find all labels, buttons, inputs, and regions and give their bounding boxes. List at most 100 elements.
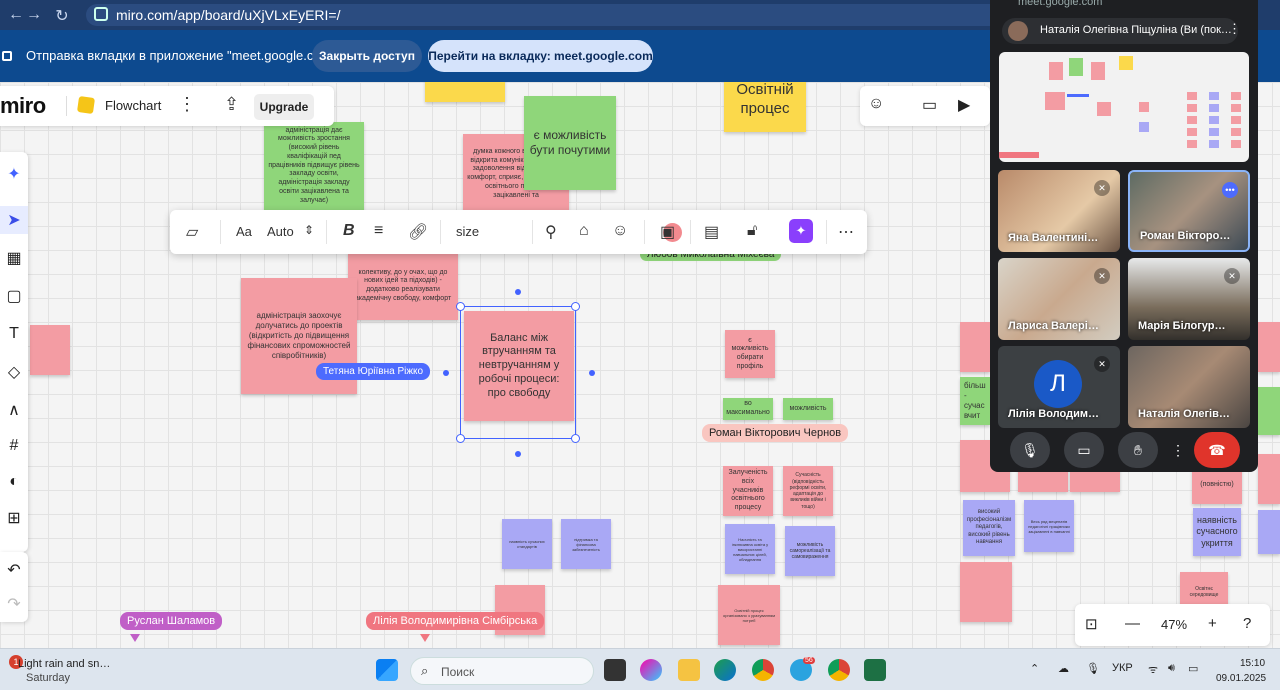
tray-chevron-icon[interactable]: ⌃ [1030,663,1040,675]
font-size-auto[interactable]: Auto [267,224,294,239]
site-info-icon[interactable] [94,7,108,21]
clock-date[interactable]: 09.01.2025 [1216,673,1267,684]
stepper-icon[interactable]: ⇕ [304,223,315,237]
add-more-icon[interactable]: ⊞ [7,510,21,527]
resize-handle[interactable] [456,302,465,311]
sticky-note[interactable]: наявність сучасних стандартів [502,519,552,569]
more-options-icon[interactable]: ⋯ [838,224,854,241]
selection-frame[interactable] [460,306,576,439]
more-icon[interactable]: ⋮ [1171,441,1185,458]
more-icon[interactable]: ⋮ [1228,21,1241,36]
end-call-icon[interactable]: ☎︎ [1194,432,1240,468]
help-icon[interactable]: ? [1243,615,1252,632]
task-view-icon[interactable] [604,659,626,681]
forward-icon[interactable]: → [26,6,42,23]
clock-time[interactable]: 15:10 [1240,658,1266,669]
telegram-icon[interactable] [790,659,812,681]
file-explorer-icon[interactable] [678,659,700,681]
reactions-icon[interactable]: ☺ [868,95,885,112]
excel-icon[interactable] [864,659,886,681]
keyboard-language[interactable]: УКР [1112,662,1133,674]
url-field[interactable]: miro.com/app/board/uXjVLxEyERI=/ [86,4,1006,26]
sticky-note[interactable]: (повністю) [1192,466,1242,504]
copilot-icon[interactable] [640,659,662,681]
frame-icon[interactable]: # [9,437,19,454]
sticky-note[interactable]: більш - сучас вчит [960,377,990,425]
share-icon[interactable]: ⇪ [224,94,240,114]
reload-icon[interactable]: ↻ [55,8,69,25]
redo-icon[interactable]: ↷ [7,596,21,613]
sticky-note[interactable]: є можливість обирати профіль [725,330,775,378]
shapes-icon[interactable]: ◇ [7,364,21,381]
sticky-note[interactable]: Залученість всіх учасників освітнього пр… [723,466,773,516]
size-label[interactable]: size [456,224,480,239]
emoji-icon[interactable]: ☺ [612,222,629,239]
fit-screen-icon[interactable]: ⊡ [1085,616,1098,633]
raise-hand-icon[interactable]: ✋︎ [1118,432,1158,468]
assign-icon[interactable]: ⚲ [545,224,557,241]
participant-tile[interactable]: Л ✕ Лілія Володим… [998,346,1120,428]
more-icon[interactable]: ⋮ [178,94,196,114]
sticky-note[interactable] [1258,454,1280,504]
font-icon[interactable]: Aa [236,224,252,239]
video-icon[interactable]: ▶ [958,97,971,114]
sticky-note[interactable] [1258,510,1280,554]
zoom-level[interactable]: 47% [1161,617,1188,632]
templates-icon[interactable]: ▦ [6,250,22,267]
participant-tile[interactable]: Наталія Олегів… [1128,346,1250,428]
sticky-note[interactable] [1258,387,1280,435]
battery-icon[interactable]: ▭ [1188,663,1199,675]
resize-handle[interactable] [571,434,580,443]
weather-text[interactable]: Light rain and sn… [18,658,111,670]
sticky-note[interactable]: Освітній процес організовано з урахуванн… [718,585,780,645]
sticky-note[interactable] [960,562,1012,622]
sticky-note[interactable]: колективу, до у очах, що до нових ідей т… [348,252,458,320]
sticky-note[interactable]: во максимально [723,398,773,420]
sticky-note-icon[interactable]: ▢ [6,288,22,305]
sticky-note[interactable]: Сучасність (відповідність реформі освіти… [783,466,833,516]
wifi-icon[interactable]: ᯤ [1148,664,1159,676]
bold-icon[interactable]: B [343,222,355,239]
sticky-note[interactable]: є можливість бути почутими [524,96,616,190]
chrome-profile-icon[interactable] [828,659,850,681]
edge-icon[interactable] [714,659,736,681]
sticky-note[interactable] [1258,322,1280,372]
sticky-note[interactable]: підтримка та фінансова забезпеченість [561,519,611,569]
miro-logo[interactable]: miro [0,93,46,118]
presentation-icon[interactable]: ▭ [922,97,938,114]
color-swatch[interactable] [663,223,682,242]
selected-sticky-note[interactable]: Баланс між втручанням та невтручанням у … [464,311,574,421]
sticky-note[interactable]: можливість [783,398,833,420]
zoom-in-icon[interactable]: + [1208,615,1217,632]
sticky-note[interactable] [960,322,990,372]
participant-tile-active[interactable]: ••• Роман Вікторо… [1128,170,1250,252]
resize-handle[interactable] [571,302,580,311]
back-icon[interactable]: ← [8,6,24,23]
sticky-note[interactable]: Наочність та інклюзивна освіта у викорис… [725,524,775,574]
ai-assist-icon[interactable]: ✦ [789,219,813,243]
cloud-icon[interactable]: ☁ [1058,663,1069,675]
sticky-note[interactable]: Освітній процес [724,82,806,132]
participant-tile[interactable]: ✕ Лариса Валері… [998,258,1120,340]
sticky-note[interactable]: адміністрація дає можливість зростання (… [264,122,364,210]
sticky-note[interactable]: Весь ряд меценатів педагогічні працівник… [1024,500,1074,552]
undo-icon[interactable]: ↶ [7,562,21,579]
select-tool-icon[interactable]: ➤ [0,206,28,234]
participant-tile[interactable]: ✕ Яна Валентині… [998,170,1120,252]
taskbar-search[interactable]: ⌕ Поиск [410,657,594,685]
grid-icon[interactable]: ▣ [660,224,676,241]
more-icon[interactable]: ••• [1222,182,1238,198]
connector-dot[interactable] [515,451,521,457]
tag-icon[interactable]: ⌂ [579,222,589,239]
lock-icon[interactable]: 🔓︎ [747,222,758,239]
connector-dot[interactable] [443,370,449,376]
ai-sparkle-icon[interactable]: ✦ [7,166,21,183]
link-icon[interactable]: 🔗︎ [408,224,429,241]
mic-tray-icon[interactable]: 🎙︎ [1086,663,1100,675]
sticky-note[interactable]: можливість самореалізації та самовиражен… [785,526,835,576]
presenter-pill[interactable]: Наталія Олегівна Піщуліна (Ви (пок… ⋮ [1002,18,1241,44]
board-name[interactable]: Flowchart [105,98,162,113]
zoom-out-icon[interactable]: — [1125,615,1140,632]
connector-dot[interactable] [589,370,595,376]
camera-icon[interactable]: ▭ [1064,432,1104,468]
